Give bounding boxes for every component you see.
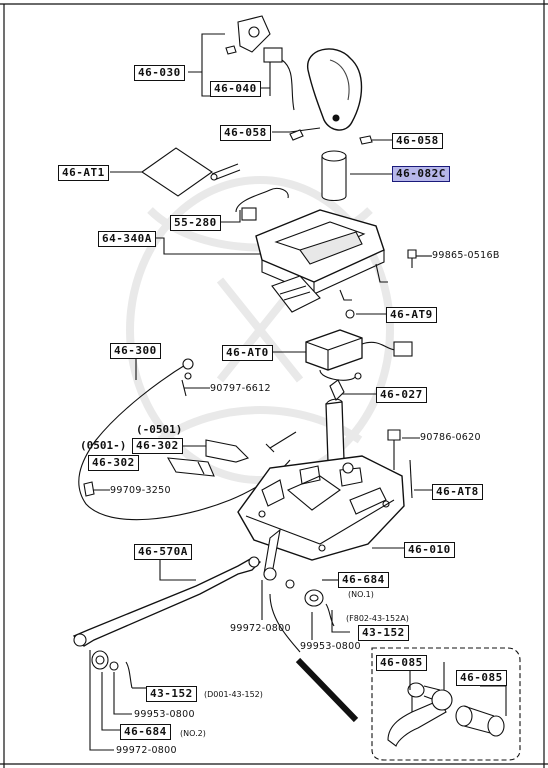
inset-leader xyxy=(295,657,359,723)
part-46-302-a[interactable]: 46-302 xyxy=(132,438,183,454)
inset-box xyxy=(371,647,521,761)
inset-bushing-a xyxy=(407,682,425,698)
leader-46-570a xyxy=(159,560,196,581)
retainer-clip xyxy=(237,15,271,53)
part-99972-0800-b[interactable]: 99972-0800 xyxy=(116,745,177,756)
shift-lever-shaft xyxy=(325,401,345,463)
part-46-684-no1[interactable]: 46-684 xyxy=(338,572,389,588)
part-90786-0620[interactable]: 90786-0620 xyxy=(420,432,481,443)
part-46-684-no2[interactable]: 46-684 xyxy=(120,724,171,740)
part-43-152-b[interactable]: 43-152 xyxy=(146,686,197,702)
part-46-300[interactable]: 46-300 xyxy=(110,343,161,359)
leader-64-340a xyxy=(152,237,270,255)
part-90797-6612[interactable]: 90797-6612 xyxy=(210,383,271,394)
part-99953-0800-a[interactable]: 99953-0800 xyxy=(300,641,361,652)
switch-connector xyxy=(263,47,283,63)
inset-bushing-b xyxy=(455,705,473,727)
leader-99972-b xyxy=(89,650,114,751)
part-46-030[interactable]: 46-030 xyxy=(134,65,185,81)
washer-a xyxy=(285,579,295,589)
part-46-082c[interactable]: 46-082C xyxy=(392,166,450,182)
nut-at9 xyxy=(345,309,355,319)
knob-sleeve xyxy=(321,155,347,202)
leader-43-152-a xyxy=(331,610,350,633)
washer-b xyxy=(109,661,119,671)
leader-46-684-b xyxy=(101,672,120,731)
part-99953-0800-b[interactable]: 99953-0800 xyxy=(134,709,195,720)
part-46-at9[interactable]: 46-AT9 xyxy=(386,307,437,323)
cable-clip xyxy=(83,481,95,497)
shift-base xyxy=(237,455,405,561)
shift-knob xyxy=(307,48,363,131)
leader-46-058-left xyxy=(272,127,321,133)
part-99865-0516b[interactable]: 99865-0516B xyxy=(432,250,500,261)
part-46-at8[interactable]: 46-AT8 xyxy=(432,484,483,500)
part-46-085-b[interactable]: 46-085 xyxy=(456,670,507,686)
leader-99953-b xyxy=(113,672,132,715)
part-46-040[interactable]: 46-040 xyxy=(210,81,261,97)
detent-spring xyxy=(329,379,345,401)
leader-46-040 xyxy=(260,58,271,96)
knob-screw-left xyxy=(289,129,304,141)
note-f802-43-152a: (F802-43-152A) xyxy=(346,614,409,623)
clip-pin-b xyxy=(125,661,133,689)
shift-cable xyxy=(78,361,291,521)
part-46-302-b[interactable]: 46-302 xyxy=(88,455,139,471)
part-46-at0[interactable]: 46-AT0 xyxy=(222,345,273,361)
leader-46-030 xyxy=(188,33,225,97)
cable-lock-a xyxy=(205,439,250,463)
note-d001-43-152: (D001-43-152) xyxy=(204,690,263,699)
knob-screw-right xyxy=(359,135,373,145)
bushing-no1 xyxy=(304,589,324,607)
inset-boss xyxy=(431,689,453,711)
bulb-socket xyxy=(235,187,289,213)
control-module xyxy=(305,329,363,371)
note-minus-0501: (-0501) xyxy=(136,423,183,436)
part-46-058-right[interactable]: 46-058 xyxy=(392,133,443,149)
screw-small-top xyxy=(225,45,237,55)
note-no1: (NO.1) xyxy=(348,590,374,599)
part-99709-3250[interactable]: 99709-3250 xyxy=(110,485,171,496)
inset-lever xyxy=(387,699,447,747)
part-55-280[interactable]: 55-280 xyxy=(170,215,221,231)
cable-end xyxy=(265,431,297,453)
panel-screw xyxy=(407,249,417,268)
base-nut xyxy=(342,462,354,474)
part-43-152-a[interactable]: 43-152 xyxy=(358,625,409,641)
note-0501-minus-prefix: (0501-) xyxy=(80,439,127,452)
leader-55-280 xyxy=(218,210,241,223)
part-46-010[interactable]: 46-010 xyxy=(404,542,455,558)
indicator-sheet xyxy=(141,147,213,197)
leader-inset-085-b xyxy=(443,662,507,716)
part-46-085-a[interactable]: 46-085 xyxy=(376,655,427,671)
part-99972-0800-a[interactable]: 99972-0800 xyxy=(230,623,291,634)
part-46-027[interactable]: 46-027 xyxy=(376,387,427,403)
base-bolt xyxy=(387,429,401,470)
clip-pin-a xyxy=(325,603,335,627)
at8-pin xyxy=(409,459,413,499)
note-no2: (NO.2) xyxy=(180,729,206,738)
bushing-no2 xyxy=(91,650,109,670)
cable-lock-b xyxy=(166,457,215,477)
part-46-at1[interactable]: 46-AT1 xyxy=(58,165,109,181)
panel-foot xyxy=(271,275,321,313)
part-46-570a[interactable]: 46-570A xyxy=(134,544,192,560)
part-64-340a[interactable]: 64-340A xyxy=(98,231,156,247)
part-46-058-left[interactable]: 46-058 xyxy=(220,125,271,141)
